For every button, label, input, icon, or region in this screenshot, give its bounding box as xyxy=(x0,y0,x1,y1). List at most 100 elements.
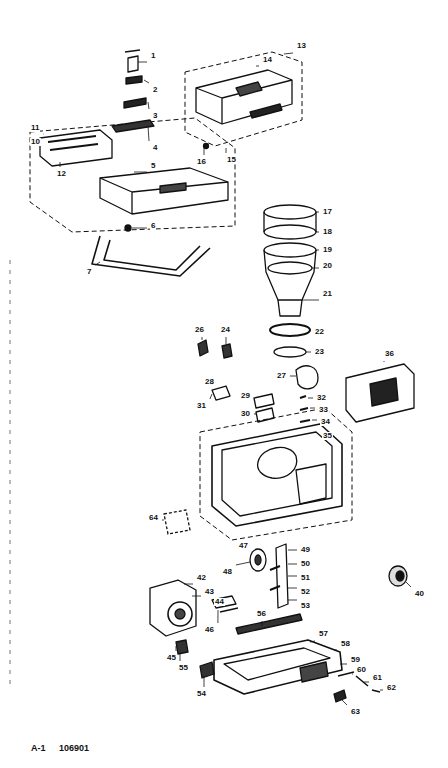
leader-line xyxy=(310,330,311,331)
callout-number: 57 xyxy=(318,630,329,638)
callout-number: 18 xyxy=(322,228,333,236)
callout-number: 7 xyxy=(86,268,92,276)
leader-line xyxy=(204,676,205,687)
bottom-plate xyxy=(214,640,342,694)
leader-line xyxy=(334,650,337,651)
leader-line xyxy=(60,162,61,167)
side-panel xyxy=(346,364,414,422)
group-bracket xyxy=(30,118,235,232)
callout-number: 31 xyxy=(196,402,207,410)
leader-line xyxy=(43,134,45,135)
leader-line xyxy=(284,53,293,54)
callout-number: 36 xyxy=(384,350,395,358)
callout-number: 29 xyxy=(240,392,251,400)
top-cover xyxy=(196,70,292,124)
callout-number: 48 xyxy=(222,568,233,576)
leader-line xyxy=(288,550,297,551)
callout-number: 45 xyxy=(166,654,177,662)
leader-line xyxy=(288,564,297,565)
callout-number: 52 xyxy=(300,588,311,596)
callout-number: 30 xyxy=(240,410,251,418)
callout-number: 27 xyxy=(276,372,287,380)
callout-number: 47 xyxy=(238,542,249,550)
callout-number: 43 xyxy=(204,588,215,596)
callout-number: 21 xyxy=(322,290,333,298)
leader-line xyxy=(288,600,297,601)
leader-line xyxy=(251,552,252,553)
leader-line xyxy=(148,126,149,141)
switch xyxy=(125,50,140,72)
callout-number: 55 xyxy=(178,664,189,672)
agitator xyxy=(236,614,302,634)
leader-line xyxy=(254,414,256,415)
leader-line xyxy=(162,520,164,521)
leader-line xyxy=(184,584,193,585)
leader-line xyxy=(302,300,319,301)
callout-number: 20 xyxy=(322,262,333,270)
leader-line xyxy=(180,654,181,661)
leader-line xyxy=(192,596,201,597)
callout-number: 54 xyxy=(196,690,207,698)
drawing-number: 106901 xyxy=(58,744,90,753)
callout-number: 17 xyxy=(322,208,333,216)
leader-line xyxy=(310,408,315,409)
leader-line xyxy=(217,610,218,623)
leader-line xyxy=(288,576,297,577)
leader-line xyxy=(312,268,319,269)
callout-number: 50 xyxy=(300,560,311,568)
callout-number: 26 xyxy=(194,326,205,334)
leader-line xyxy=(384,361,385,362)
callout-number: 34 xyxy=(320,418,331,426)
leader-line xyxy=(256,66,259,67)
callout-number: 59 xyxy=(350,656,361,664)
leader-line xyxy=(316,232,319,233)
callout-number: 16 xyxy=(196,158,207,166)
callout-number: 63 xyxy=(350,708,361,716)
callout-number: 33 xyxy=(318,406,329,414)
leader-line xyxy=(138,62,147,63)
callout-number: 62 xyxy=(386,684,397,692)
callout-number: 60 xyxy=(356,666,367,674)
group-bracket xyxy=(185,52,302,146)
callout-number: 42 xyxy=(196,574,207,582)
leader-line xyxy=(226,148,227,153)
motor xyxy=(150,580,196,636)
leader-line xyxy=(144,80,149,83)
callout-number: 28 xyxy=(204,378,215,386)
callout-number: 6 xyxy=(150,222,156,230)
callout-number: 1 xyxy=(150,52,156,60)
callout-number: 10 xyxy=(30,138,41,146)
leader-line xyxy=(95,262,100,265)
callout-number: 61 xyxy=(372,674,383,682)
leader-line xyxy=(210,394,212,399)
group-bracket xyxy=(200,408,352,540)
handle-housing xyxy=(100,168,228,214)
leader-line xyxy=(204,148,205,155)
leader-line xyxy=(380,690,383,691)
leader-line xyxy=(202,337,203,340)
callout-number: 24 xyxy=(220,326,231,334)
elbow xyxy=(296,366,318,389)
callout-number: 49 xyxy=(300,546,311,554)
callout-number: 15 xyxy=(226,156,237,164)
callout-number: 35 xyxy=(322,432,333,440)
callout-number: 32 xyxy=(316,394,327,402)
callout-number: 4 xyxy=(152,144,158,152)
callout-number: 5 xyxy=(150,162,156,170)
leader-line xyxy=(236,562,250,565)
wheel xyxy=(250,549,266,571)
callout-number: 51 xyxy=(300,574,311,582)
leader-line xyxy=(134,172,147,173)
leader-line xyxy=(132,228,147,229)
callout-number: 3 xyxy=(152,112,158,120)
callout-number: 12 xyxy=(56,170,67,178)
drawing-number: A-1 xyxy=(30,744,47,753)
leader-line xyxy=(226,337,227,344)
base-body xyxy=(212,424,342,526)
callout-number: 2 xyxy=(152,86,158,94)
leader-line xyxy=(148,102,149,109)
callout-number: 56 xyxy=(256,610,267,618)
